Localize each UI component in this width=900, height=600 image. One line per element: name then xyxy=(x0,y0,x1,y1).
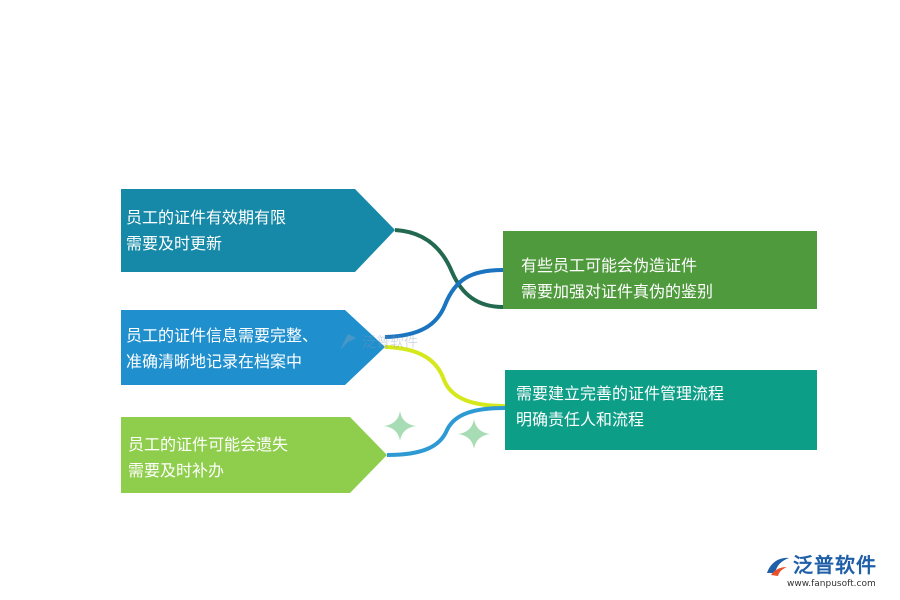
right-box-2-line2: 明确责任人和流程 xyxy=(516,410,645,429)
connector-middle xyxy=(384,268,504,339)
left-box-3-line1: 员工的证件可能会遗失 xyxy=(128,435,289,454)
left-box-2-line2: 准确清晰地记录在档案中 xyxy=(126,352,303,371)
left-box-3-text: 员工的证件可能会遗失 需要及时补办 xyxy=(128,432,288,484)
left-box-1-line2: 需要及时更新 xyxy=(126,234,223,253)
right-box-1 xyxy=(503,231,817,309)
sparkle-icon xyxy=(384,411,416,441)
watermark-logo-icon xyxy=(340,334,356,350)
watermark-text: 泛普软件 xyxy=(362,335,418,351)
brand-logo: 泛普软件 www.fanpusoft.com xyxy=(765,552,890,592)
logo-url: www.fanpusoft.com xyxy=(787,579,876,589)
connector-bottom xyxy=(386,406,506,457)
left-box-2-line1: 员工的证件信息需要完整、 xyxy=(126,326,319,345)
sparkle-icon xyxy=(458,419,490,449)
left-box-2 xyxy=(121,310,385,385)
connector-top xyxy=(394,228,504,309)
left-box-2-text: 员工的证件信息需要完整、 准确清晰地记录在档案中 xyxy=(126,323,318,375)
left-box-1-text: 员工的证件有效期有限 需要及时更新 xyxy=(126,205,286,257)
left-box-3-line2: 需要及时补办 xyxy=(128,461,225,480)
right-box-1-line2: 需要加强对证件真伪的鉴别 xyxy=(521,282,714,301)
connector-yellow xyxy=(384,345,506,408)
left-box-1-line1: 员工的证件有效期有限 xyxy=(126,208,287,227)
left-box-3 xyxy=(121,417,387,493)
right-box-1-line1: 有些员工可能会伪造证件 xyxy=(521,256,698,275)
left-box-1 xyxy=(121,189,395,272)
right-box-2 xyxy=(505,370,817,450)
watermark: 泛普软件 xyxy=(336,330,436,360)
fanpu-logo-icon xyxy=(767,557,789,576)
right-box-2-line1: 需要建立完善的证件管理流程 xyxy=(516,384,725,403)
logo-name: 泛普软件 xyxy=(793,553,877,577)
right-box-1-text: 有些员工可能会伪造证件 需要加强对证件真伪的鉴别 xyxy=(521,253,713,305)
right-box-2-text: 需要建立完善的证件管理流程 明确责任人和流程 xyxy=(516,381,724,433)
